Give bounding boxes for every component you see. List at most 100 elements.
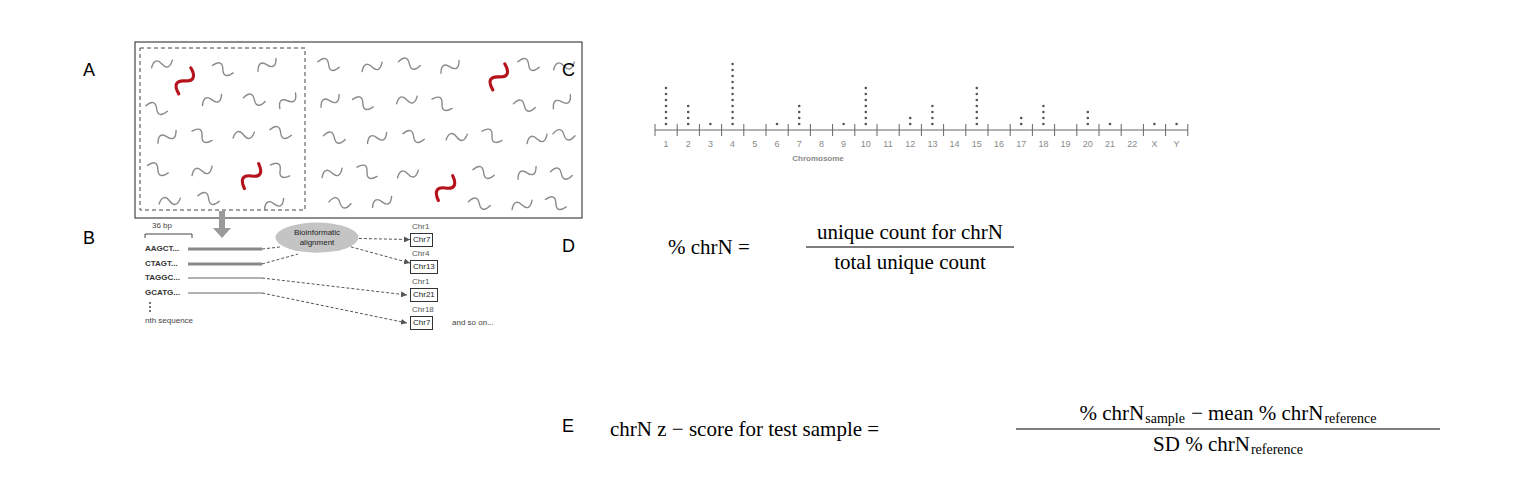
axis-number: 8 (819, 139, 824, 150)
dna-fragment (402, 129, 426, 145)
read-line (188, 277, 262, 279)
dna-fragment (200, 91, 224, 108)
dna-fragment (355, 163, 378, 182)
dot-column (1109, 123, 1112, 126)
formula-denominator: total unique count (834, 252, 986, 273)
dna-fragments (145, 56, 576, 213)
formula-numerator: % chrN (1080, 403, 1145, 424)
dna-fragment (472, 165, 496, 181)
dna-fragment (328, 197, 351, 209)
dna-fragment (255, 56, 278, 75)
leader-line (262, 254, 298, 264)
dna-fragment (525, 131, 549, 147)
chromosome-box: Chr7 (410, 316, 433, 330)
dna-fragment (145, 101, 169, 117)
axis-number: 20 (1083, 139, 1093, 150)
dna-fragment (510, 197, 534, 213)
chromosome-label: Chr1 (412, 222, 429, 232)
read-line (188, 263, 262, 266)
fraction-bar (1016, 428, 1440, 429)
dna-fragment (146, 161, 170, 178)
ellipse-shape (276, 223, 359, 253)
formula-numerator: − mean % chrN (1191, 403, 1324, 424)
dot (149, 310, 151, 312)
dna-fragment (438, 58, 461, 77)
axis-number: 6 (774, 139, 779, 150)
formula-text: % chrN = (668, 237, 750, 258)
read-length: 36 bp (152, 221, 172, 231)
fetal-fragment (487, 62, 511, 92)
dna-fragment (550, 167, 574, 181)
dna-fragment (323, 131, 347, 145)
read-line (188, 248, 262, 251)
panel-letter: E (562, 416, 574, 438)
dna-fragment (269, 125, 293, 141)
dna-fragment (211, 61, 235, 78)
zoom-arrow (213, 211, 231, 238)
dot-column (842, 123, 845, 126)
dna-fragment (550, 92, 573, 112)
fetal-fragment (433, 173, 459, 203)
dot (149, 302, 151, 304)
dna-fragment (269, 161, 292, 181)
dna-fragment (360, 59, 384, 75)
dot-column (731, 64, 734, 124)
length-bracket (145, 234, 192, 238)
dna-fragment (197, 191, 221, 207)
chromosome-label: Chr18 (412, 305, 434, 315)
sequence-label: nth sequence (145, 316, 193, 326)
fetal-fragment (173, 66, 197, 96)
dna-fragment (158, 195, 181, 207)
axis-number: 21 (1105, 139, 1115, 150)
dna-fragment (370, 193, 394, 210)
dna-fragment (365, 129, 389, 146)
axis-number: 4 (730, 139, 735, 150)
sequence-read: GCATG... (145, 288, 180, 298)
dna-fragment (276, 90, 298, 111)
dna-fragment (398, 57, 422, 71)
dna-fragment (468, 197, 492, 211)
dot-column (1087, 112, 1090, 124)
dna-fragment (190, 163, 214, 179)
axis-number: 7 (797, 139, 802, 150)
read-line (188, 292, 262, 294)
alignment-ellipse: Bioinformatic alignment (275, 222, 359, 253)
dna-fragment (317, 57, 341, 73)
axis-number: 10 (861, 139, 871, 150)
panel-letter: A (83, 60, 95, 82)
dna-fragment (155, 128, 178, 147)
dna-fragment (320, 165, 344, 181)
sequence-read: TAGGC... (145, 273, 180, 283)
alignment-arrow (359, 238, 410, 239)
dot-column (864, 88, 867, 124)
axis-number: 14 (950, 139, 960, 150)
formula-text: chrN z − score for test sample = (610, 419, 879, 440)
dna-fragment (190, 127, 213, 146)
continuation-dots (149, 302, 151, 312)
dot-column (909, 118, 912, 124)
dot-column (1020, 118, 1023, 124)
axis-ticks (655, 124, 1188, 136)
note: and so on... (452, 318, 494, 328)
dna-fragment (150, 57, 174, 71)
dna-fragment (262, 195, 286, 212)
dot-column (975, 88, 978, 124)
axis-number: 1 (663, 139, 668, 150)
axis-number: 22 (1127, 139, 1137, 150)
formula-subscript: reference (1251, 443, 1303, 457)
dna-fragment (480, 127, 503, 146)
node-text: Chr7 (413, 235, 430, 245)
dot-column (1153, 123, 1156, 126)
chromosome-box: Chr13 (410, 260, 438, 274)
dna-fragment (396, 167, 420, 181)
dna-fragment (517, 57, 541, 73)
axis-number: 3 (708, 139, 713, 150)
fraction-bar (806, 246, 1014, 247)
formula-subscript: sample (1145, 412, 1185, 426)
leader-line (262, 278, 407, 295)
axis-number: 9 (841, 139, 846, 150)
axis-number: 5 (752, 139, 757, 150)
panel-letter: B (83, 228, 95, 250)
axis-number: 16 (994, 139, 1004, 150)
